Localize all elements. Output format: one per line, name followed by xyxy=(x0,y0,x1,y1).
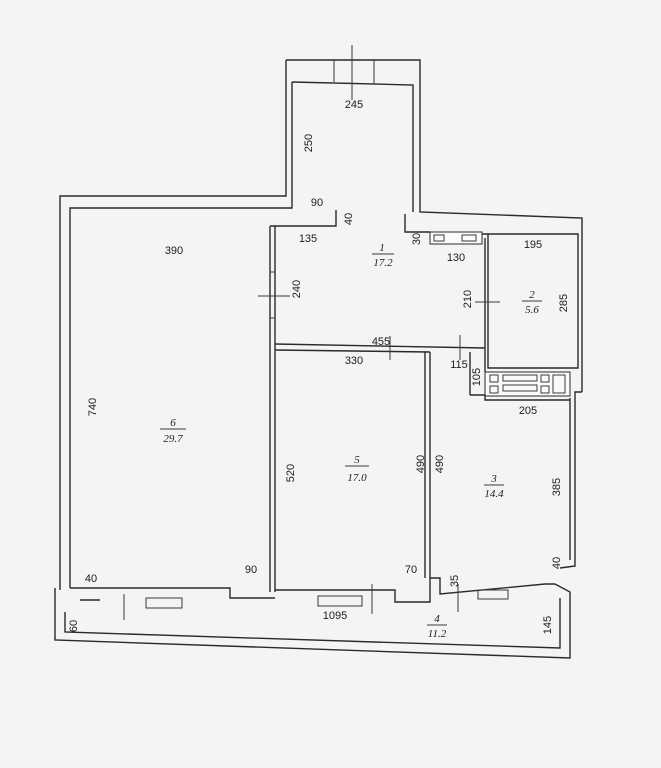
dim-740: 740 xyxy=(87,398,99,416)
dim-40-right: 40 xyxy=(551,557,563,569)
dim-35: 35 xyxy=(449,575,461,587)
dim-60: 60 xyxy=(68,620,80,632)
dim-130: 130 xyxy=(447,252,465,264)
room-2-area: 5.6 xyxy=(525,304,539,316)
dim-205: 205 xyxy=(519,405,537,417)
dim-90-top: 90 xyxy=(311,197,323,209)
dim-70: 70 xyxy=(405,564,417,576)
dim-390: 390 xyxy=(165,245,183,257)
dim-195: 195 xyxy=(524,239,542,251)
dim-40-bottom-left: 40 xyxy=(85,573,97,585)
room-5-area: 17.0 xyxy=(347,472,367,484)
dim-240: 240 xyxy=(291,280,303,298)
room-4-area: 11.2 xyxy=(428,628,447,640)
room-2-number: 2 xyxy=(529,289,535,301)
dimension-labels: 245 250 90 40 135 30 130 195 210 285 390… xyxy=(68,99,570,634)
dim-250: 250 xyxy=(303,134,315,152)
dim-1095: 1095 xyxy=(323,610,347,622)
room-3-area: 14.4 xyxy=(484,488,504,500)
room-1-number: 1 xyxy=(379,242,385,254)
dim-490-right: 490 xyxy=(434,455,446,473)
dim-30: 30 xyxy=(411,233,423,245)
dim-210: 210 xyxy=(462,290,474,308)
dim-455: 455 xyxy=(372,336,390,348)
dim-145: 145 xyxy=(542,616,554,634)
room-1-area: 17.2 xyxy=(373,257,393,269)
dim-385: 385 xyxy=(551,478,563,496)
dim-40-top: 40 xyxy=(343,213,355,225)
dim-520: 520 xyxy=(285,464,297,482)
room-6-area: 29.7 xyxy=(163,433,183,445)
room-labels: 1 17.2 2 5.6 3 14.4 4 11.2 5 17.0 6 29.7 xyxy=(160,242,542,640)
dim-135: 135 xyxy=(299,233,317,245)
dim-115: 115 xyxy=(450,359,468,371)
dim-245: 245 xyxy=(345,99,363,111)
room-3-number: 3 xyxy=(490,473,497,485)
interior-walls xyxy=(70,210,579,603)
dim-285: 285 xyxy=(558,294,570,312)
outer-walls xyxy=(54,59,583,659)
room-6-number: 6 xyxy=(170,417,176,429)
room-4-number: 4 xyxy=(434,613,440,625)
room-5-number: 5 xyxy=(354,454,360,466)
openings xyxy=(123,45,509,620)
dim-105: 105 xyxy=(471,368,483,386)
dim-330: 330 xyxy=(345,355,363,367)
dim-90-bottom: 90 xyxy=(245,564,257,576)
dim-490-left: 490 xyxy=(415,455,427,473)
